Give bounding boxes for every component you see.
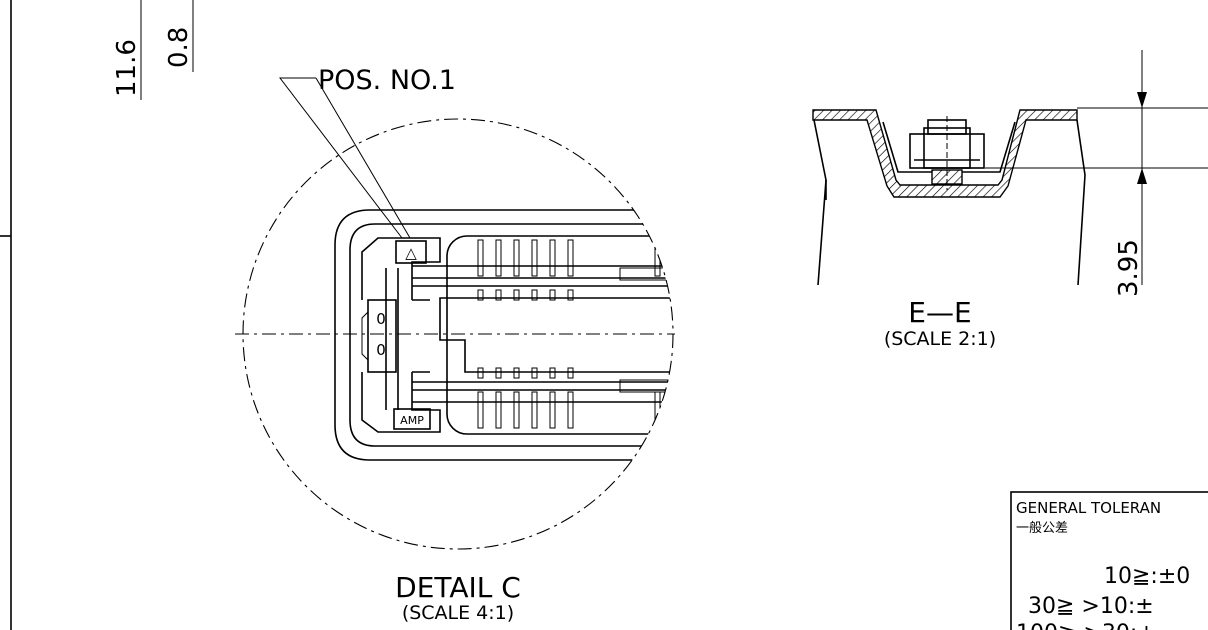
tolerance-heading-jp: 一般公差 bbox=[1016, 520, 1068, 536]
tolerance-row-2: 30≧ >10:± bbox=[1028, 594, 1154, 619]
dim-11-6-text: 11.6 bbox=[112, 39, 142, 97]
tolerance-table: GENERAL TOLERAN 一般公差 10≧:±0 30≧ >10:± 10… bbox=[1010, 491, 1208, 630]
section-ee-view: 3.95 E—E (SCALE 2:1) bbox=[812, 50, 1208, 350]
pos-leader-line bbox=[278, 77, 403, 239]
section-ee-title: E—E bbox=[908, 296, 971, 329]
section-ee-scale: (SCALE 2:1) bbox=[884, 328, 996, 350]
amp-logo-box bbox=[393, 408, 431, 430]
detail-c-scale: (SCALE 4:1) bbox=[402, 602, 514, 624]
dim-0-8-group: 0.8 bbox=[164, 0, 194, 72]
triangle-mark-box bbox=[395, 240, 427, 264]
tolerance-row-1: 10≧:±0 bbox=[1104, 564, 1190, 589]
dim-0-8-text: 0.8 bbox=[164, 27, 194, 68]
slot-mark-2: 0 bbox=[376, 341, 386, 359]
detail-c-title: DETAIL C bbox=[395, 571, 521, 604]
tolerance-row-3: 100≧ >30:± bbox=[1016, 621, 1156, 630]
slot-mark-1: 0 bbox=[376, 310, 386, 328]
pos-no-label: POS. NO.1 bbox=[318, 65, 456, 96]
detail-c-view: △ 0 0 AMP POS. NO.1 DETAIL C (SCALE 4:1) bbox=[235, 65, 675, 624]
amp-logo-text: AMP bbox=[400, 414, 424, 427]
tolerance-heading: GENERAL TOLERAN bbox=[1016, 499, 1161, 517]
dim-3-95-text: 3.95 bbox=[1114, 239, 1144, 297]
dim-11-6-group: 11.6 bbox=[112, 0, 142, 100]
triangle-mark: △ bbox=[405, 244, 417, 262]
